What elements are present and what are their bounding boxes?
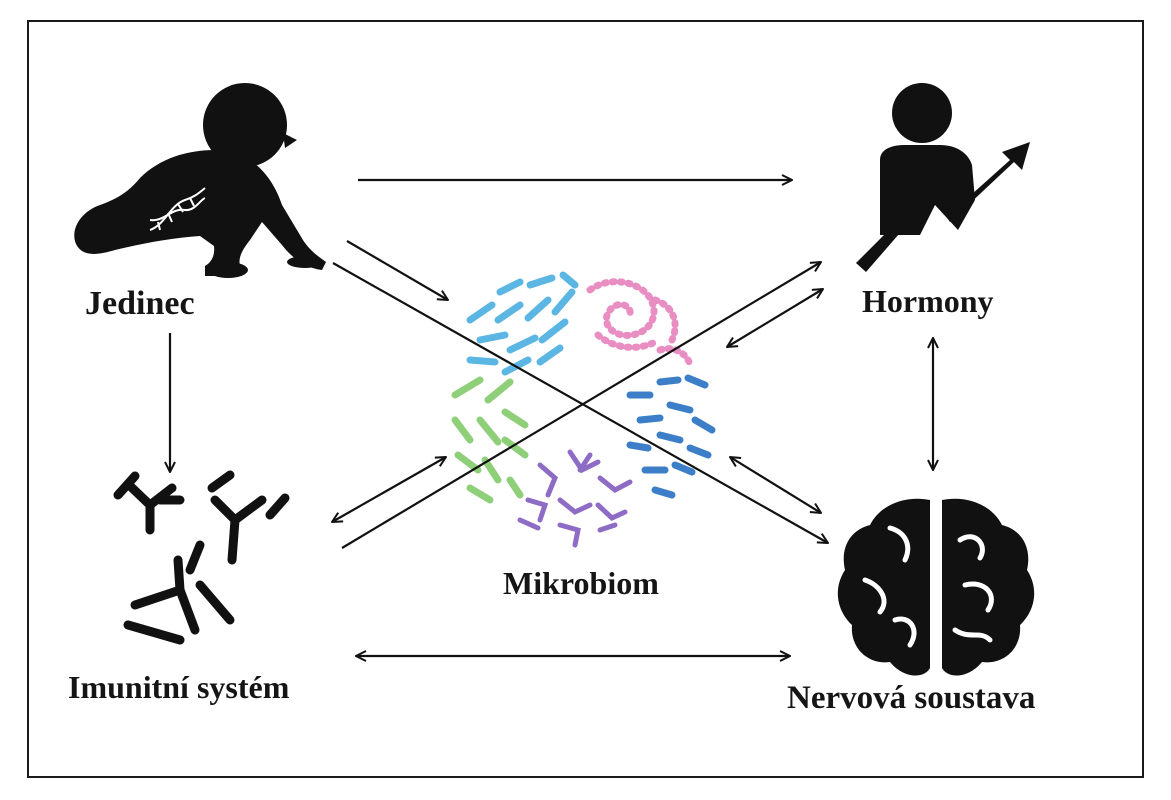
crawling-baby-icon	[74, 83, 326, 278]
label-nervous-system: Nervová soustava	[787, 680, 1036, 716]
person-growth-arrow-icon	[856, 83, 1030, 272]
brain-icon	[837, 498, 1035, 676]
label-microbiome: Mikrobiom	[503, 565, 659, 601]
arrow-microbiome-immune	[332, 457, 446, 522]
arrow-immune-hormones	[341, 262, 821, 549]
relation-arrows	[170, 180, 933, 656]
antibodies-icon	[113, 470, 290, 645]
arrow-microbiome-nervous	[730, 457, 821, 513]
bacteria-cluster-icon	[451, 271, 716, 548]
arrow-individual-nervous	[332, 262, 828, 543]
label-immune-system: Imunitní systém	[68, 669, 290, 705]
label-individual: Jedinec	[85, 285, 195, 322]
arrow-microbiome-hormones	[727, 289, 823, 347]
dna-helix-icon	[149, 187, 206, 231]
arrow-individual-microbiome	[346, 240, 448, 300]
label-hormones: Hormony	[862, 283, 994, 319]
